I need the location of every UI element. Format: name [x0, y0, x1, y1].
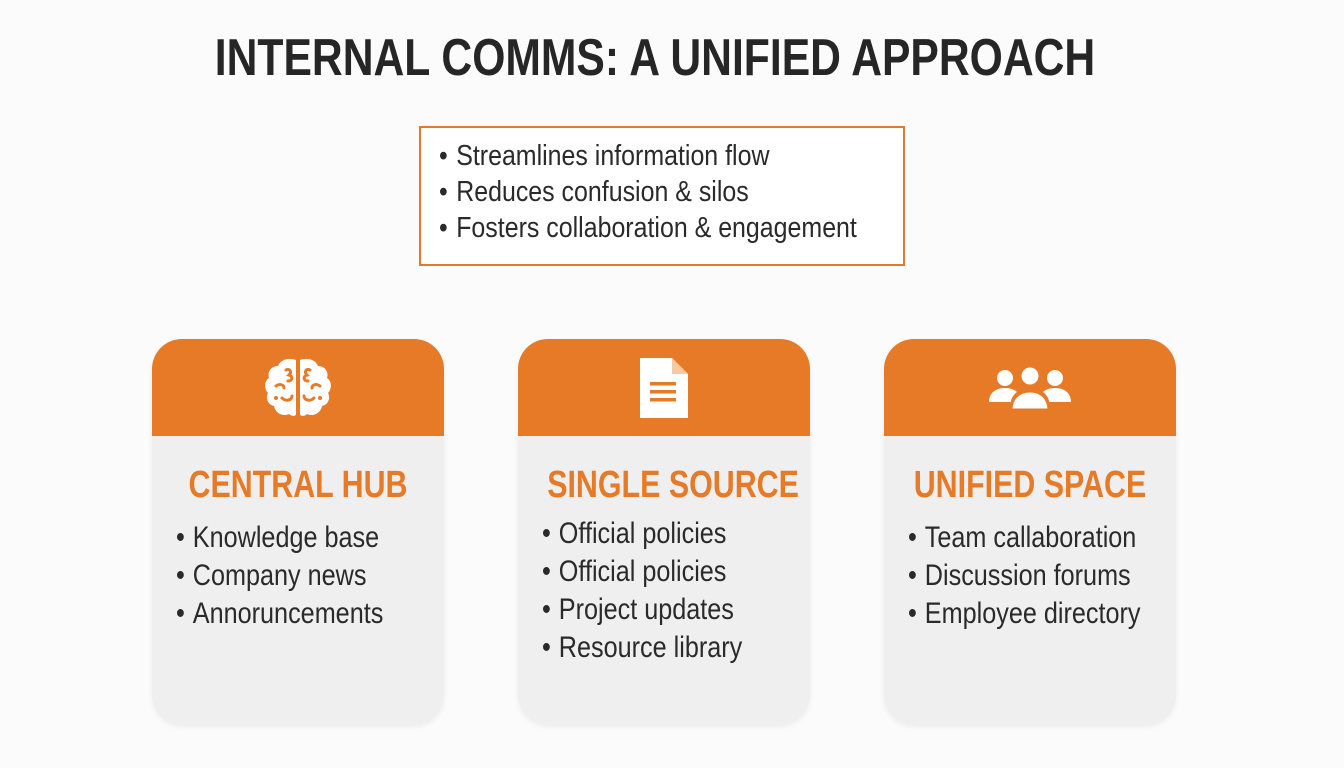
- list-item: •Official policies: [542, 515, 767, 553]
- bullet: •: [176, 521, 185, 554]
- summary-item: •Streamlines information flow: [439, 138, 838, 174]
- bullet: •: [542, 555, 551, 588]
- list-item-text: Resource library: [558, 631, 743, 664]
- list-item: •Discussion forums: [908, 557, 1133, 595]
- list-item-text: Team callaboration: [924, 521, 1137, 554]
- list-item-text: Knowledge base: [192, 521, 380, 554]
- card-header: [518, 339, 810, 436]
- team-icon: [989, 364, 1071, 411]
- list-item-text: Project updates: [558, 593, 734, 626]
- card-list: •Official policies •Official policies •P…: [518, 515, 810, 667]
- summary-item: •Fosters collaboration & engagement: [439, 210, 857, 246]
- card-title: CENTRAL HUB: [188, 464, 408, 506]
- card-list: •Team callaboration •Discussion forums •…: [884, 519, 1176, 633]
- bullet: •: [908, 559, 917, 592]
- card-single-source: SINGLE SOURCE •Official policies •Offici…: [518, 339, 810, 725]
- card-central-hub: CENTRAL HUB •Knowledge base •Company new…: [152, 339, 444, 725]
- list-item-text: Employee directory: [924, 597, 1141, 630]
- list-item: •Resource library: [542, 629, 767, 667]
- bullet: •: [542, 631, 551, 664]
- list-item: •Annoruncements: [176, 595, 401, 633]
- brain-icon: [265, 358, 331, 416]
- summary-item-text: Reduces confusion & silos: [456, 176, 749, 208]
- bullet: •: [542, 593, 551, 626]
- card-title: SINGLE SOURCE: [547, 464, 799, 506]
- bullet: •: [439, 140, 448, 172]
- list-item-text: Company news: [192, 559, 367, 592]
- list-item-text: Annoruncements: [192, 597, 384, 630]
- summary-item: •Reduces confusion & silos: [439, 174, 838, 210]
- bullet: •: [908, 597, 917, 630]
- bullet: •: [439, 212, 448, 244]
- summary-box: •Streamlines information flow •Reduces c…: [419, 126, 905, 266]
- summary-item-text: Streamlines information flow: [456, 140, 770, 172]
- list-item: •Company news: [176, 557, 401, 595]
- bullet: •: [176, 597, 185, 630]
- card-list: •Knowledge base •Company news •Annorunce…: [152, 519, 444, 633]
- bullet: •: [542, 517, 551, 550]
- list-item: •Employee directory: [908, 595, 1140, 633]
- list-item-text: Official policies: [558, 517, 727, 550]
- bullet: •: [439, 176, 448, 208]
- list-item-text: Discussion forums: [924, 559, 1131, 592]
- list-item: •Team callaboration: [908, 519, 1136, 557]
- page-title: INTERNAL COMMS: A UNIFIED APPROACH: [214, 29, 1096, 87]
- bullet: •: [176, 559, 185, 592]
- document-icon: [640, 357, 688, 418]
- card-header: [152, 339, 444, 436]
- card-unified-space: UNIFIED SPACE •Team callaboration •Discu…: [884, 339, 1176, 725]
- card-title: UNIFIED SPACE: [913, 464, 1147, 506]
- list-item: •Official policies: [542, 553, 767, 591]
- summary-list: •Streamlines information flow •Reduces c…: [439, 138, 903, 246]
- bullet: •: [908, 521, 917, 554]
- list-item: •Knowledge base: [176, 519, 401, 557]
- card-header: [884, 339, 1176, 436]
- list-item: •Project updates: [542, 591, 767, 629]
- list-item-text: Official policies: [558, 555, 727, 588]
- summary-item-text: Fosters collaboration & engagement: [456, 212, 857, 244]
